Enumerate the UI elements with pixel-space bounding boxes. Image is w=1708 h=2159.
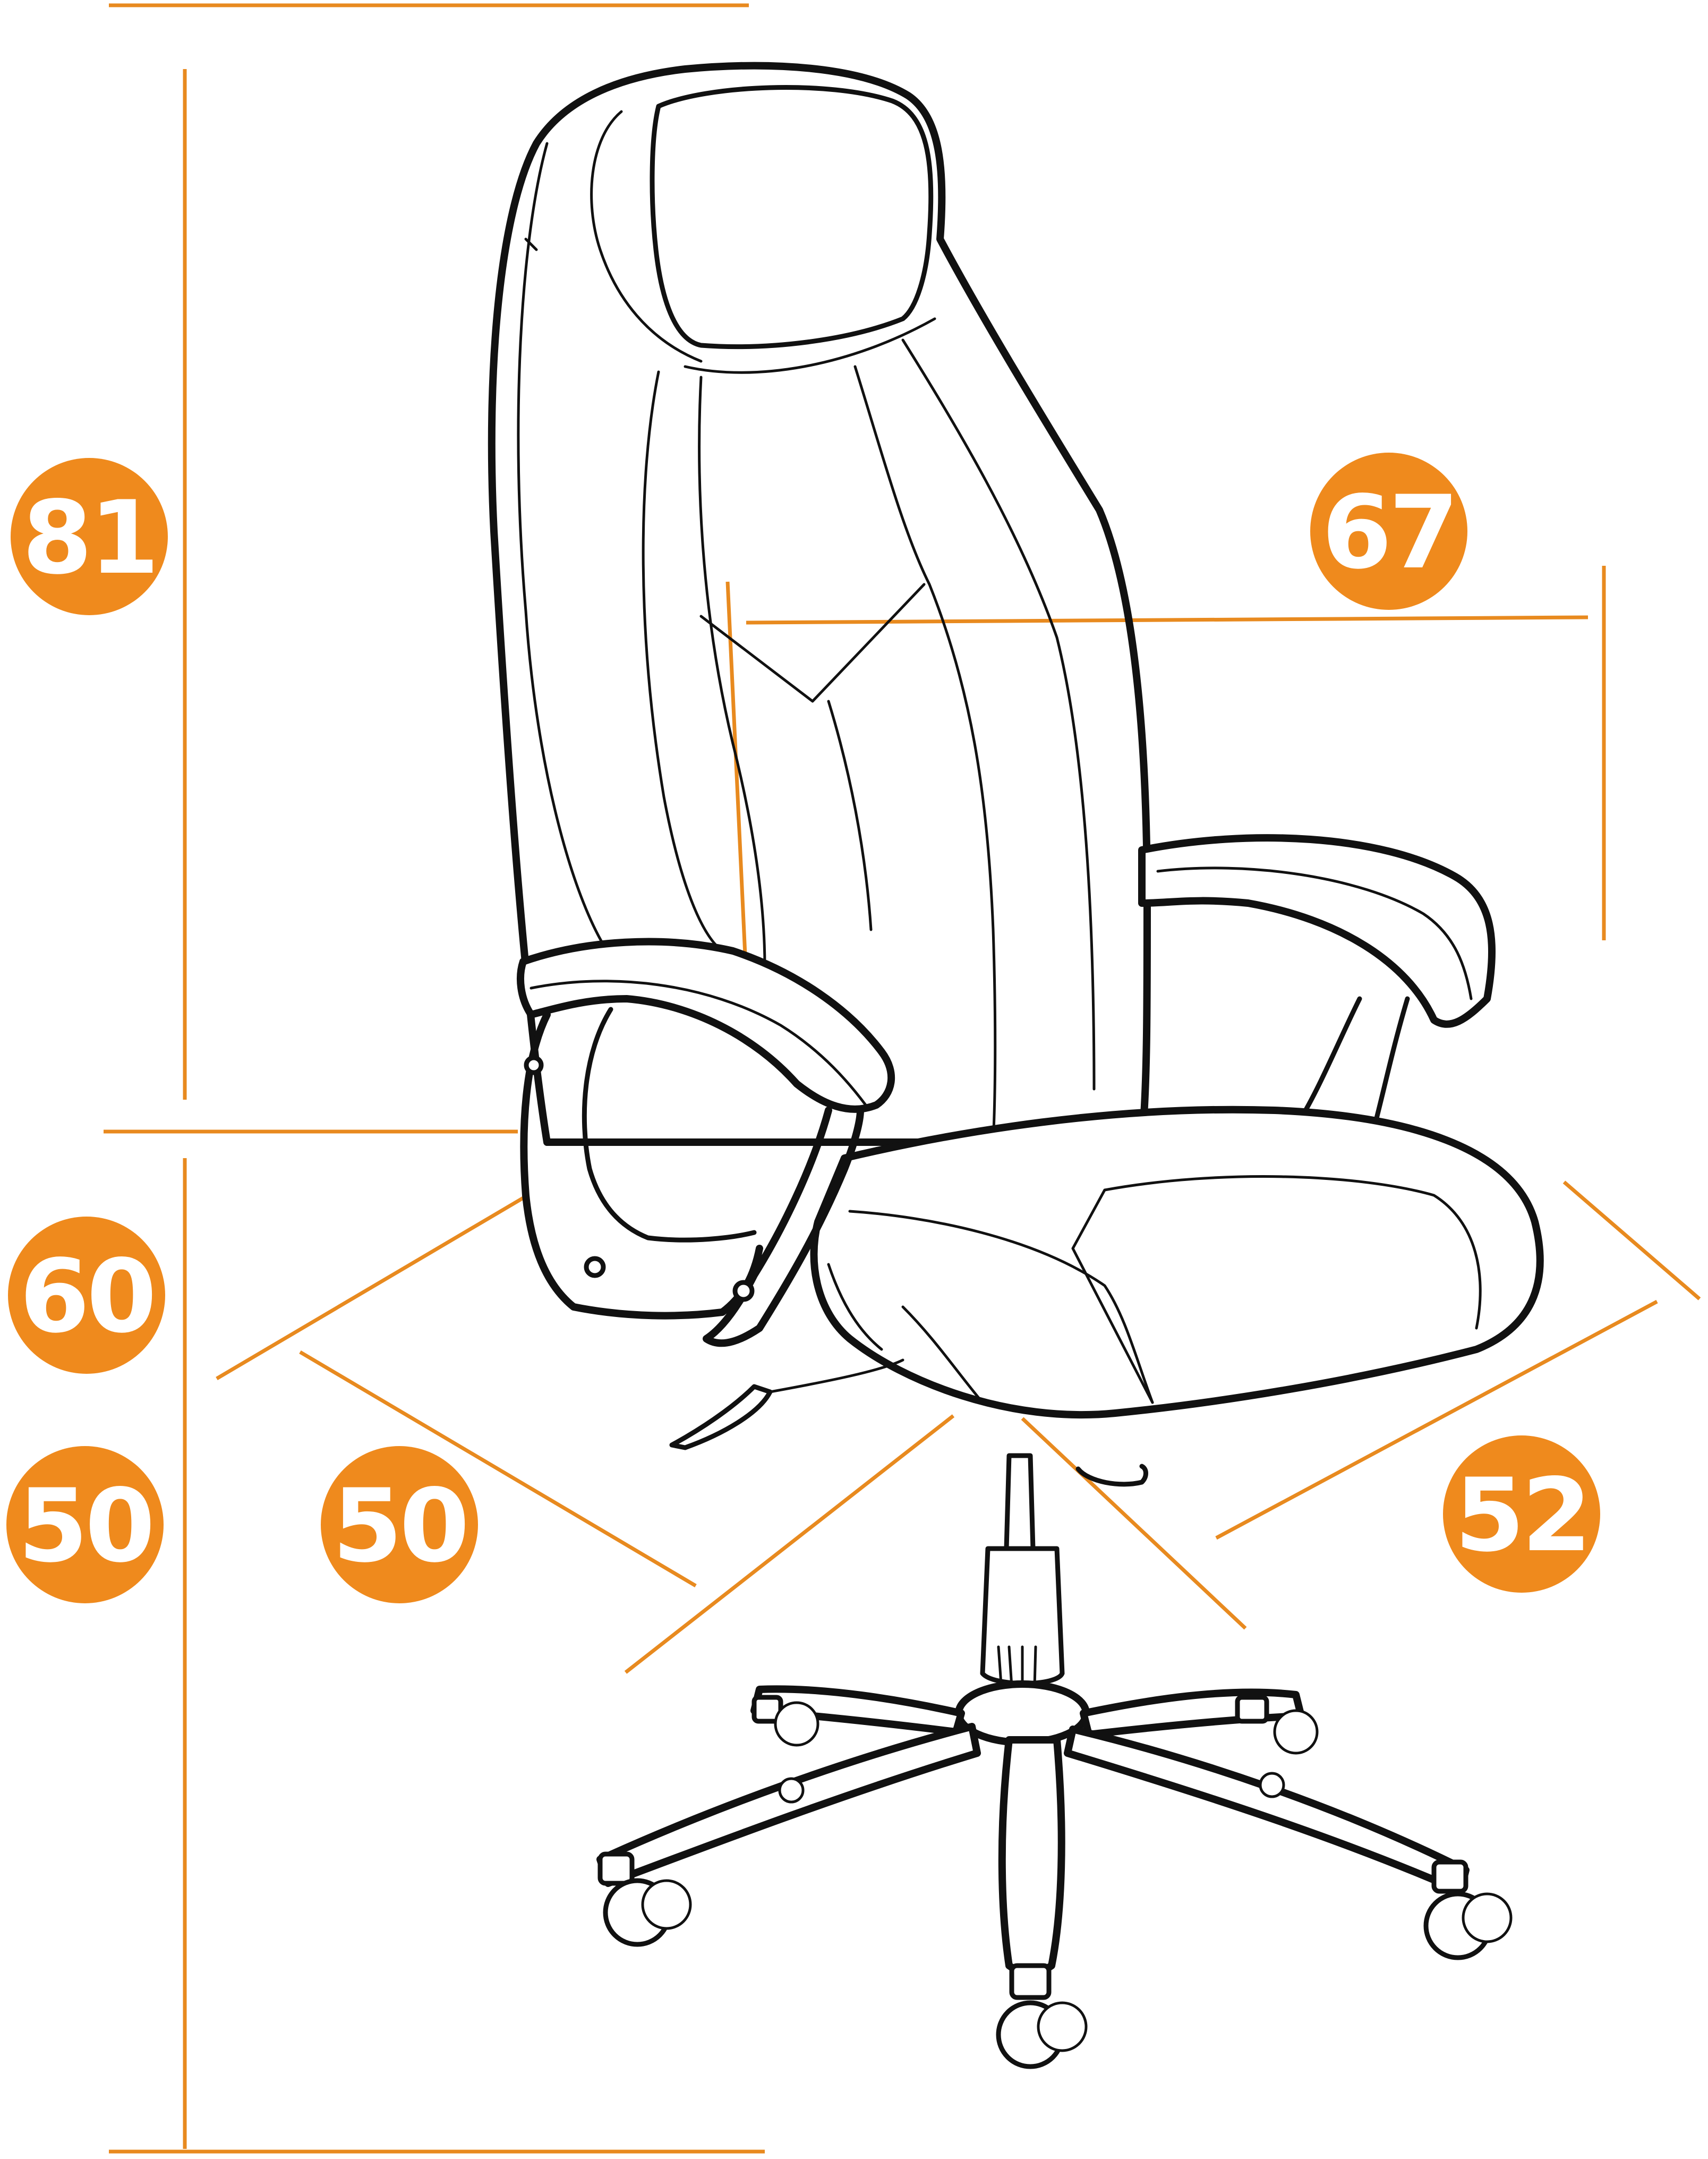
seat-left-panel — [848, 1210, 1154, 1404]
left-armrest-pad-line — [530, 980, 867, 1107]
seat-depth-right-line — [1562, 1180, 1701, 1300]
badge-backrest-height-value: 81 — [22, 479, 156, 597]
seat-underside — [827, 1263, 984, 1404]
badge-armrest-width: 67 — [1310, 453, 1467, 610]
seat-front-panel — [1103, 1175, 1482, 1330]
badge-seat-height-max-value: 60 — [20, 1238, 153, 1355]
badge-seat-height-min-value: 50 — [18, 1467, 152, 1585]
seat-mechanism — [1075, 1464, 1148, 1487]
backrest-center-rib-2 — [853, 365, 997, 1144]
headrest-inner-left — [590, 110, 703, 363]
gas-lift-upper — [1004, 1453, 1036, 1551]
adjustment-lever — [669, 1384, 773, 1450]
backrest-left-rib-1 — [517, 142, 612, 958]
armrest-depth-tick — [725, 581, 748, 978]
seat-width-left-line — [216, 1196, 524, 1381]
seat-depth-line — [1215, 1299, 1658, 1540]
seat-center-seam — [1071, 1188, 1154, 1404]
seat-depth-inner-line — [1021, 1417, 1247, 1630]
backrest-right-rib — [901, 338, 1096, 1091]
left-armrest-inner-loop — [582, 1007, 757, 1243]
seat-cushion — [810, 1106, 1544, 1419]
backrest-left-seam — [524, 237, 538, 251]
caster-right-front — [1423, 1859, 1513, 1960]
caster-center — [996, 1963, 1088, 2069]
badge-seat-height-max: 60 — [8, 1217, 165, 1374]
backrest-left-rib-2 — [642, 370, 724, 953]
caster-left-front — [597, 1851, 692, 1947]
backrest-outline — [488, 62, 1151, 1146]
backrest-lumbar-stem — [827, 700, 873, 931]
badge-seat-width-value: 50 — [332, 1467, 466, 1585]
headrest-pad — [650, 85, 934, 350]
badge-seat-depth: 52 — [1443, 1435, 1600, 1593]
seat-width-line — [299, 1350, 697, 1588]
left-armrest-bolt-front — [732, 1280, 755, 1302]
left-armrest-bolt-lower — [584, 1256, 606, 1278]
chair-illustration — [488, 62, 1544, 2069]
seat-front-line — [624, 1414, 955, 1674]
gas-lift-cover-lines — [997, 1645, 1037, 1688]
left-armrest-frame — [520, 1011, 864, 1347]
base-leg-right-front — [1064, 1726, 1470, 1895]
base-leg-center — [998, 1736, 1065, 1976]
right-armrest — [1138, 834, 1496, 1028]
caster-right-back — [1235, 1695, 1319, 1798]
right-armrest-pad-line — [1156, 866, 1473, 1000]
left-armrest-bolt-upper — [524, 1055, 544, 1075]
headrest-lower-edge — [684, 317, 936, 374]
left-armrest-pad — [517, 938, 895, 1113]
backrest-center-rib-1 — [698, 376, 766, 968]
dimension-lines — [104, 3, 1701, 2154]
base-hub — [955, 1680, 1090, 1746]
adjustment-lever-rod — [768, 1358, 904, 1393]
badge-seat-height-min: 50 — [6, 1446, 164, 1603]
badge-armrest-width-value: 67 — [1322, 474, 1456, 591]
backrest-lumbar-chevron — [699, 583, 926, 703]
badge-seat-depth-value: 52 — [1455, 1457, 1589, 1574]
badge-backrest-height: 81 — [11, 458, 168, 615]
caster-left-back — [751, 1695, 819, 1804]
base-leg-left-front — [596, 1723, 981, 1887]
badge-seat-width: 50 — [321, 1446, 478, 1603]
armrest-width-line — [746, 615, 1589, 625]
